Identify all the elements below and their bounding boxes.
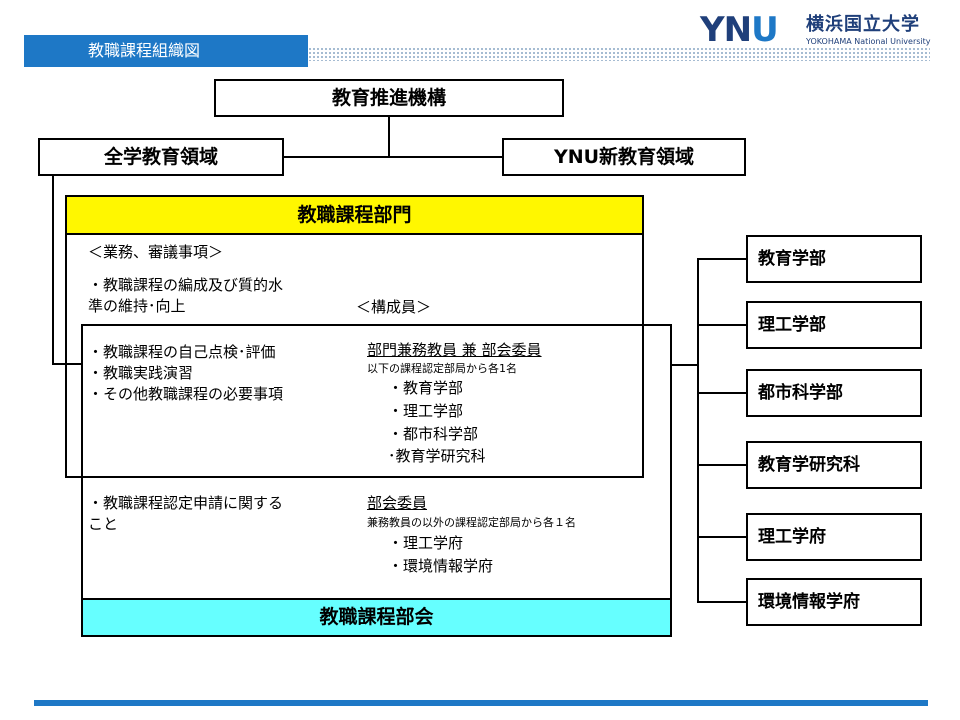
duty-item: 準の維持･向上 [88, 297, 186, 315]
unit-urban-science-faculty: 都市科学部 [746, 369, 922, 417]
unit-education-faculty: 教育学部 [746, 235, 922, 283]
committee-member-item: ・環境情報学府 [388, 557, 494, 575]
division-member-item: ・理工学部 [388, 402, 464, 420]
university-wide-education-box: 全学教育領域 [38, 138, 284, 176]
logo-mark-letter-u: U [751, 10, 779, 50]
connector-line [52, 176, 54, 364]
members-heading: ＜構成員＞ [356, 298, 432, 316]
duty-item: こと [88, 515, 119, 533]
committee-title: 教職課程部会 [81, 598, 672, 637]
duties-heading: ＜業務、審議事項＞ [88, 243, 224, 261]
connector-line [388, 117, 390, 157]
division-members-title: 部門兼務教員 兼 部会委員 [367, 341, 542, 359]
university-logo-subtitle: YOKOHAMA National University [806, 37, 931, 46]
unit-environment-info-graduate-school: 環境情報学府 [746, 578, 922, 626]
division-member-item: ・都市科学部 [388, 425, 479, 443]
committee-members-note: 兼務教員の以外の課程認定部局から各１名 [367, 516, 576, 529]
duty-item: ・教職実践演習 [88, 364, 194, 382]
connector-line [697, 324, 746, 326]
connector-line [52, 363, 82, 365]
unit-education-graduate-school: 教育学研究科 [746, 441, 922, 489]
duty-item: ・教職課程の編成及び質的水 [88, 276, 284, 294]
connector-line [697, 536, 746, 538]
logo-mark-text: YNU [700, 10, 779, 50]
connector-line [697, 464, 746, 466]
duty-item: ・教職課程認定申請に関する [88, 494, 284, 512]
connector-line [697, 601, 746, 603]
duty-item: ・教職課程の自己点検･評価 [88, 343, 276, 361]
division-members-note: 以下の課程認定部局から各1名 [367, 362, 517, 375]
connector-line [284, 156, 502, 158]
unit-engineering-graduate-school: 理工学府 [746, 513, 922, 561]
university-logo-name: 横浜国立大学 [806, 14, 920, 35]
university-logo-mark: YNU [700, 12, 800, 48]
connector-line [697, 258, 699, 602]
division-title: 教職課程部門 [65, 195, 644, 235]
header-dotted-rule [308, 47, 930, 61]
connector-line [697, 258, 746, 260]
education-promotion-org-box: 教育推進機構 [214, 79, 564, 117]
connector-line [697, 392, 746, 394]
unit-engineering-faculty: 理工学部 [746, 301, 922, 349]
committee-members-title: 部会委員 [367, 494, 428, 512]
page-title: 教職課程組織図 [24, 35, 308, 67]
ynu-new-education-box: YNU新教育領域 [502, 138, 746, 176]
division-member-item: ･教育学研究科 [388, 447, 486, 465]
committee-member-item: ・理工学府 [388, 534, 464, 552]
division-member-item: ・教育学部 [388, 379, 464, 397]
footer-bar [34, 700, 928, 706]
duty-item: ・その他教職課程の必要事項 [88, 385, 284, 403]
connector-line [672, 364, 698, 366]
